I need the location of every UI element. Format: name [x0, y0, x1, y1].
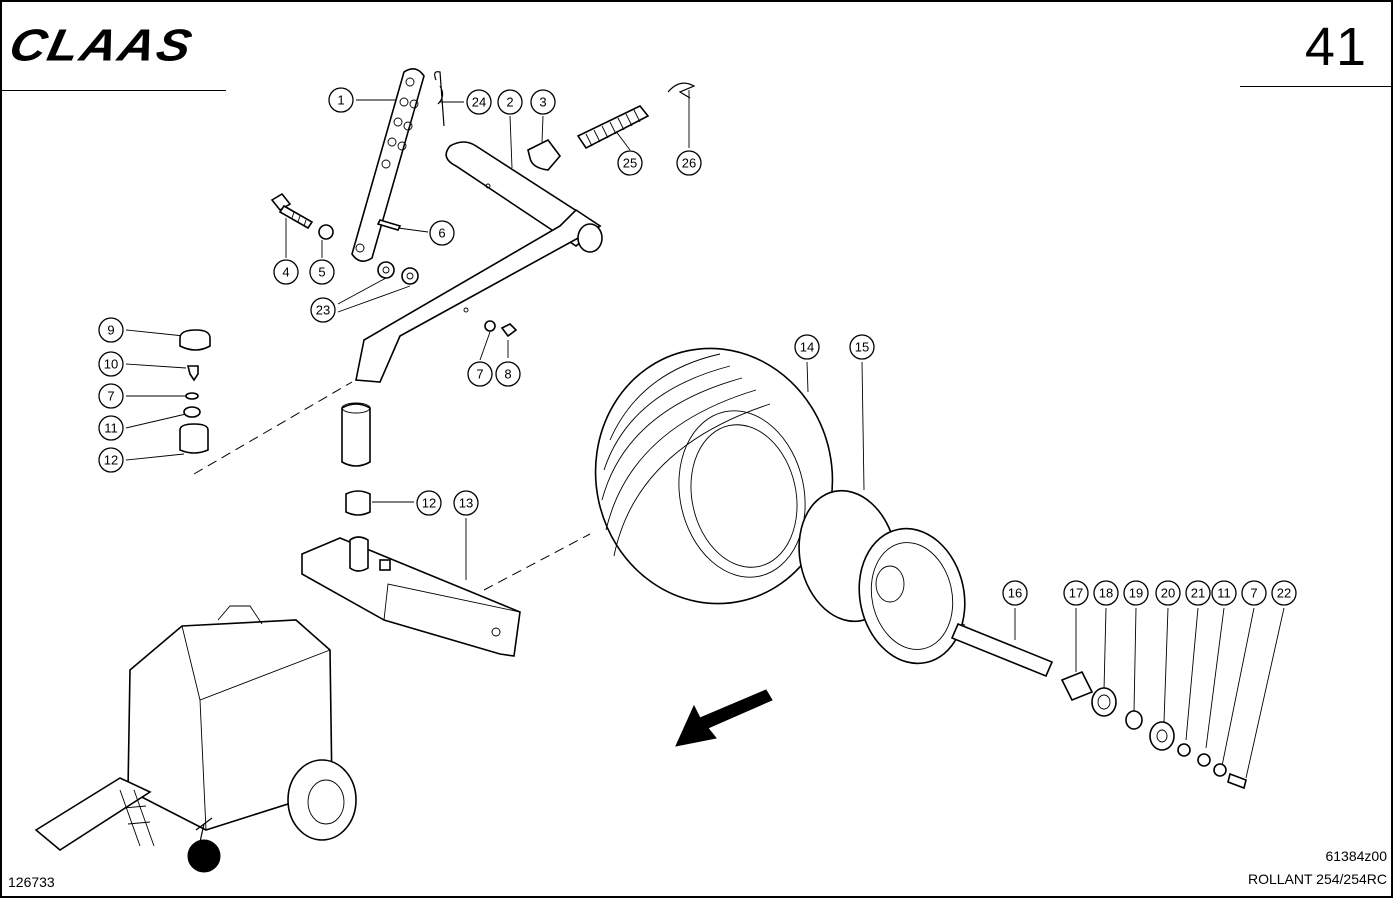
- svg-text:10: 10: [104, 357, 118, 372]
- svg-text:11: 11: [104, 421, 118, 436]
- model-name: ROLLANT 254/254RC: [1247, 871, 1387, 887]
- callout-20: 20: [1155, 580, 1181, 606]
- callout-21: 21: [1185, 580, 1211, 606]
- svg-text:15: 15: [855, 340, 869, 355]
- wheel-rim: [798, 489, 966, 665]
- document-number: 126733: [8, 874, 55, 890]
- callout-22: 22: [1271, 580, 1297, 606]
- bolt: [270, 192, 314, 230]
- svg-text:23: 23: [316, 303, 330, 318]
- nut-8: [500, 323, 518, 338]
- direction-arrow-icon: [675, 689, 773, 747]
- callout-10: 10: [98, 351, 124, 377]
- callout-23: 23: [310, 297, 336, 323]
- svg-text:13: 13: [459, 496, 473, 511]
- washer-23a: [377, 261, 395, 279]
- page-number: 41: [1304, 17, 1367, 77]
- drawing-code: 61384z00: [1325, 848, 1387, 864]
- axle-hardware: [1060, 670, 1247, 790]
- callout-4: 4: [273, 259, 299, 285]
- svg-text:17: 17: [1069, 586, 1083, 601]
- callout-7-left: 7: [98, 383, 124, 409]
- washer-5: [318, 224, 334, 240]
- svg-text:9: 9: [107, 323, 114, 338]
- callout-13: 13: [453, 490, 479, 516]
- hair-pin: [667, 82, 696, 99]
- tyre: [594, 347, 834, 605]
- svg-text:12: 12: [422, 496, 436, 511]
- svg-text:6: 6: [438, 226, 445, 241]
- callout-17: 17: [1063, 580, 1089, 606]
- callout-9: 9: [98, 317, 124, 343]
- svg-text:2: 2: [506, 95, 513, 110]
- hub-parts-stack: [179, 329, 211, 454]
- callout-2: 2: [497, 89, 523, 115]
- svg-text:8: 8: [504, 367, 511, 382]
- svg-text:18: 18: [1099, 586, 1113, 601]
- svg-text:7: 7: [1250, 586, 1257, 601]
- svg-text:11: 11: [1217, 586, 1231, 601]
- svg-text:19: 19: [1129, 586, 1143, 601]
- adjustment-plate: [351, 68, 425, 262]
- callout-12-mid: 12: [416, 490, 442, 516]
- svg-text:12: 12: [104, 453, 118, 468]
- spindle-tube: [341, 402, 371, 516]
- leader-lines: [125, 90, 1285, 779]
- svg-text:1: 1: [337, 93, 344, 108]
- clip: [527, 138, 562, 171]
- logo-rule: [2, 90, 226, 91]
- callout-18: 18: [1093, 580, 1119, 606]
- axle: [950, 622, 1054, 678]
- callout-11-left: 11: [98, 415, 124, 441]
- drawbar-arm: [355, 141, 603, 383]
- callout-8: 8: [495, 361, 521, 387]
- svg-text:25: 25: [623, 156, 637, 171]
- washer-7: [484, 320, 496, 332]
- svg-text:7: 7: [476, 367, 483, 382]
- callout-7-mid: 7: [467, 361, 493, 387]
- callout-1: 1: [328, 87, 354, 113]
- svg-text:26: 26: [682, 156, 696, 171]
- spring: [576, 105, 650, 150]
- callout-25: 25: [617, 150, 643, 176]
- svg-text:5: 5: [318, 265, 325, 280]
- lynch-pin: [434, 71, 445, 127]
- wheel-arm: [301, 536, 521, 657]
- callout-16: 16: [1002, 580, 1028, 606]
- callout-11-right: 11: [1211, 580, 1237, 606]
- baler-thumbnail: [34, 605, 357, 873]
- callout-5: 5: [309, 259, 335, 285]
- callout-6: 6: [429, 220, 455, 246]
- svg-text:14: 14: [800, 340, 814, 355]
- svg-text:21: 21: [1191, 586, 1205, 601]
- callout-12-left: 12: [98, 447, 124, 473]
- washer-23b: [401, 267, 419, 285]
- svg-text:16: 16: [1008, 586, 1022, 601]
- svg-text:7: 7: [107, 389, 114, 404]
- callout-14: 14: [794, 334, 820, 360]
- svg-text:22: 22: [1277, 586, 1291, 601]
- callout-7-right: 7: [1241, 580, 1267, 606]
- page-number-rule: [1240, 86, 1392, 87]
- roll-pin: [376, 219, 402, 231]
- svg-text:20: 20: [1161, 586, 1175, 601]
- callout-3: 3: [530, 89, 556, 115]
- callout-19: 19: [1123, 580, 1149, 606]
- callout-24: 24: [466, 89, 492, 115]
- svg-text:24: 24: [472, 95, 486, 110]
- svg-text:3: 3: [539, 95, 546, 110]
- svg-text:4: 4: [282, 265, 289, 280]
- callout-15: 15: [849, 334, 875, 360]
- callout-26: 26: [676, 150, 702, 176]
